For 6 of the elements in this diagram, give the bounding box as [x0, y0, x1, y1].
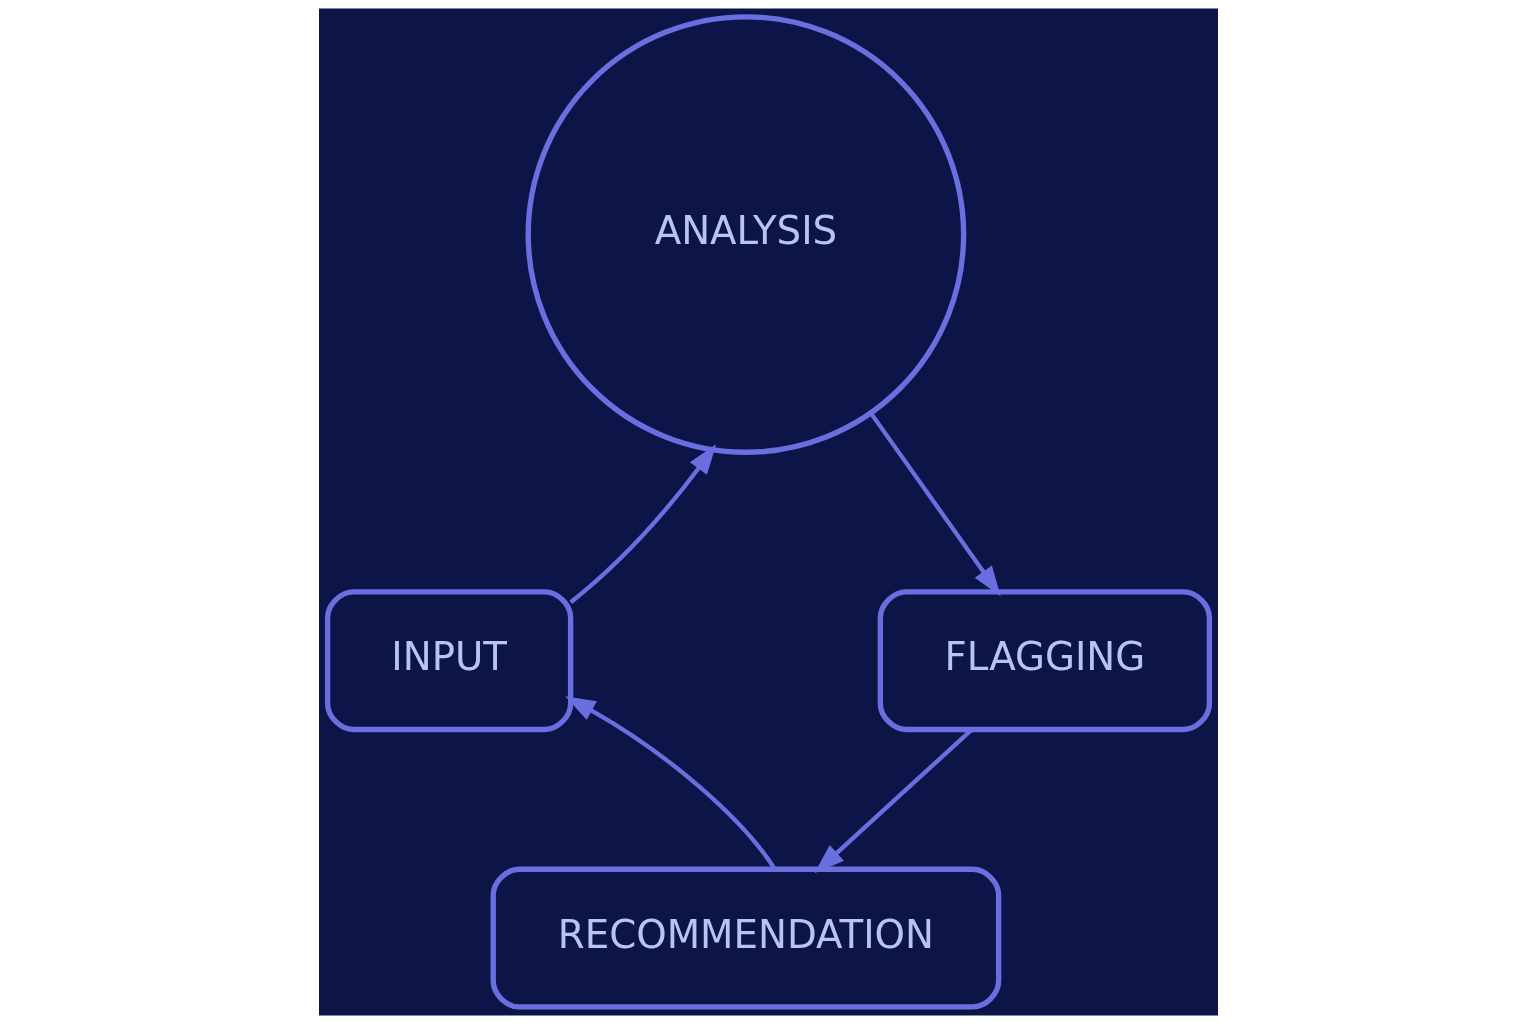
arrow: [568, 444, 716, 604]
node-box: RECOMMENDATION: [490, 866, 1001, 1010]
arrow: [868, 411, 1001, 597]
node-box: INPUT: [324, 589, 573, 733]
node-circle: ANALYSIS: [525, 14, 966, 455]
node-box: FLAGGING: [877, 589, 1212, 733]
